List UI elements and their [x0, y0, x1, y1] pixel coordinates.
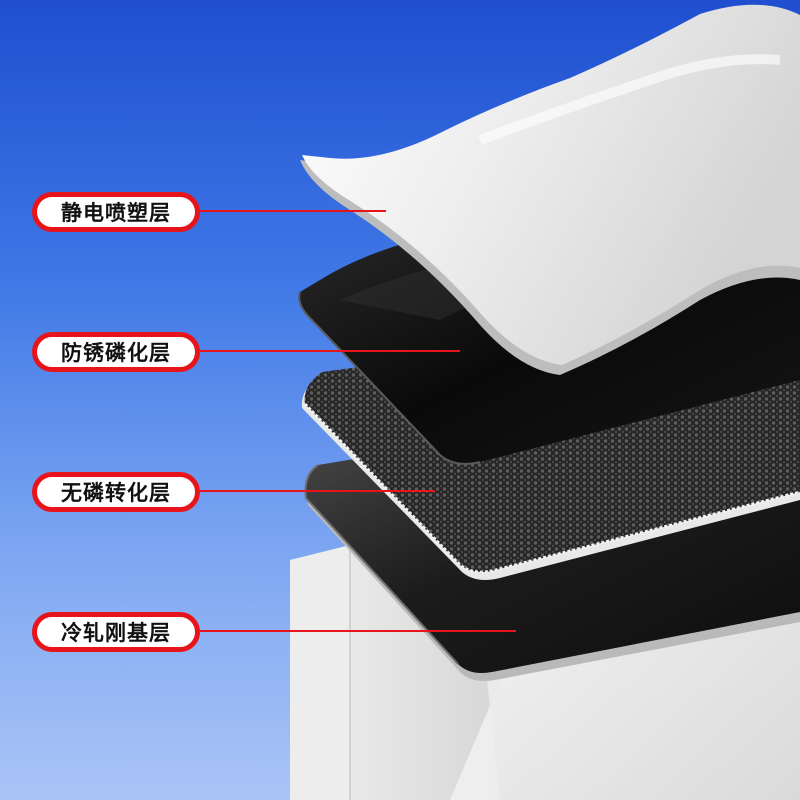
label-conversion: 无磷转化层 [32, 472, 200, 512]
label-text: 无磷转化层 [61, 481, 171, 505]
label-steel-base: 冷轧刚基层 [32, 612, 200, 652]
label-text: 静电喷塑层 [61, 201, 171, 225]
label-text: 冷轧刚基层 [61, 621, 171, 645]
pointer-lines [200, 210, 516, 632]
label-text: 防锈磷化层 [61, 341, 171, 365]
label-phosphating: 防锈磷化层 [32, 332, 200, 372]
powder-coating-layer [300, 4, 800, 375]
label-powder-coating: 静电喷塑层 [32, 192, 200, 232]
